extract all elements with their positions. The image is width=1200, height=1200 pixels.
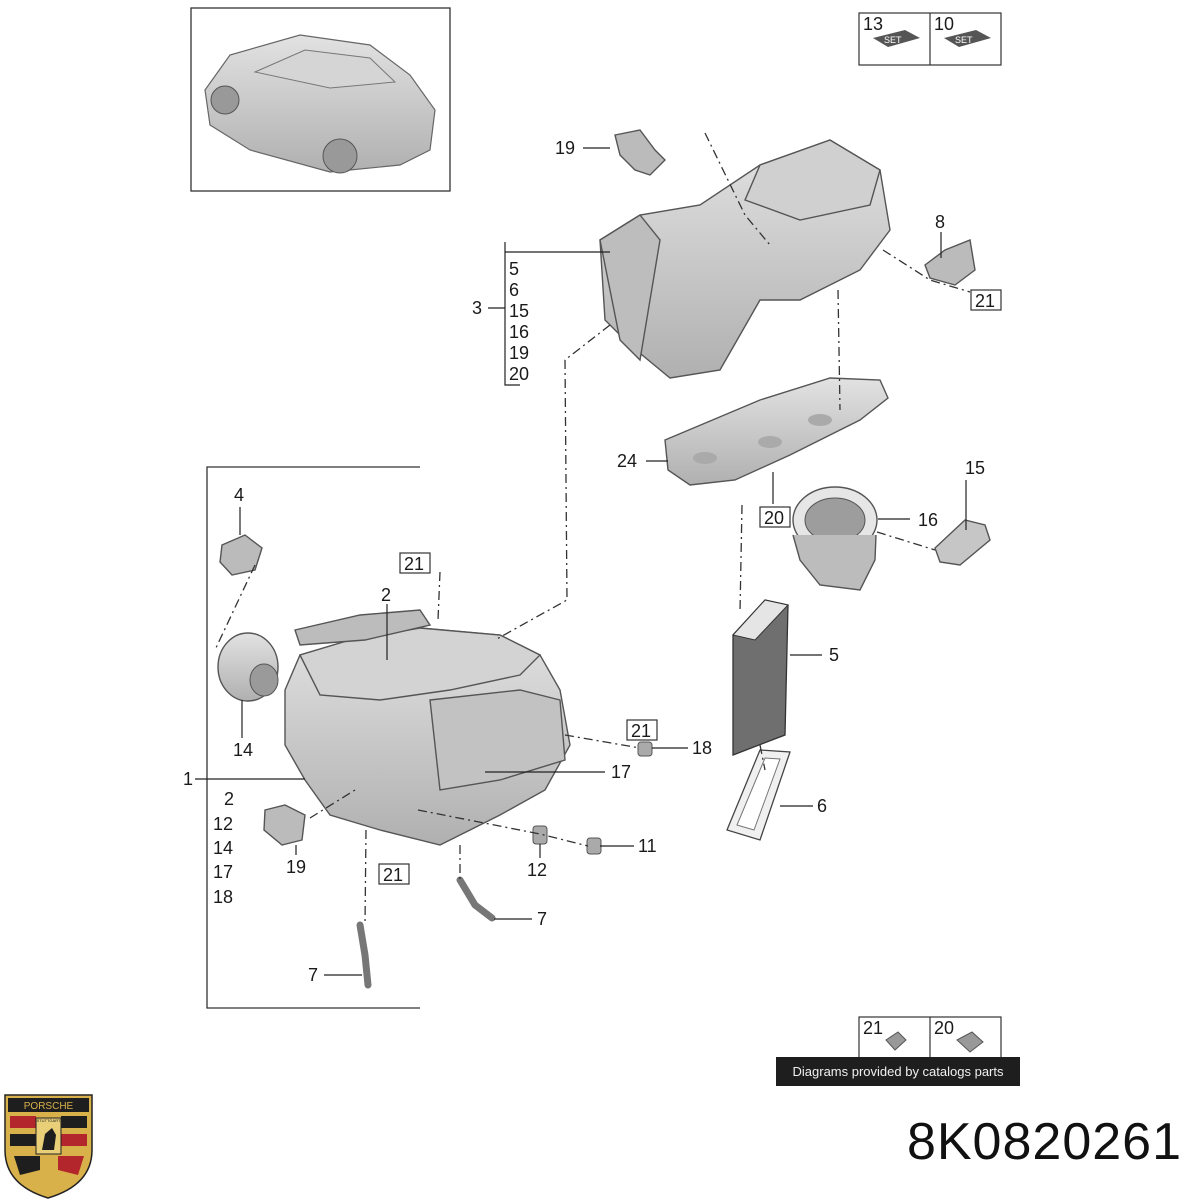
callout-1-sub-17: 17 [213,862,233,882]
callout-3-sub-6: 6 [509,280,519,300]
blower-fan [792,486,878,591]
callout-11: 11 [638,836,657,856]
callout-3-sub-20: 20 [509,364,529,384]
callout-21-bracket: 21 [975,291,995,311]
fastener-legend-box: 21 20 [858,1016,1002,1060]
callout-1-sub-14: 14 [213,838,233,858]
callout-1-sub-2: 2 [224,789,234,809]
callout-21-unit-bottom: 21 [383,865,403,885]
fastener-label-21: 21 [863,1018,883,1038]
set-badge-a: SET [884,35,902,45]
callout-19-top: 19 [555,138,575,158]
set-box-label-10: 10 [934,14,954,34]
callout-15: 15 [965,458,985,478]
resistor-module [934,519,991,566]
cabin-filter [732,599,789,756]
callout-7-lower: 7 [308,965,318,985]
crest-subtext: STUTTGART [37,1118,61,1123]
callout-4: 4 [234,485,244,505]
callout-1-sub-12: 12 [213,814,233,834]
blower-housing-upper [599,139,891,379]
callout-3-sub-16: 16 [509,322,529,342]
callout-19-lower: 19 [286,857,306,877]
callout-2: 2 [381,585,391,605]
callout-18: 18 [692,738,712,758]
callout-12: 12 [527,860,547,880]
callout-24: 24 [617,451,637,471]
callout-21-unit-top: 21 [404,554,424,574]
mounting-bracket [924,239,976,286]
leader-lines [195,147,967,976]
clip-18 [637,741,653,757]
servo-motor-top [614,129,666,176]
callout-3-sub-15: 15 [509,301,529,321]
callout-1: 1 [183,769,193,789]
clip-12 [532,825,548,845]
callout-7-upper: 7 [537,909,547,929]
callout-3: 3 [472,298,482,318]
set-kit-box: 13 10 SET SET [858,12,1002,66]
callout-1-sub-18: 18 [213,887,233,907]
assembly-bracket-frame [206,466,420,1009]
vehicle-thumbnail [190,7,451,192]
servo-motor-lower [263,804,306,846]
crest-wordmark: PORSCHE [24,1101,74,1112]
callout-16: 16 [918,510,938,530]
blend-motor [217,632,279,702]
callout-17: 17 [611,762,631,782]
callout-3-sub-19: 19 [509,343,529,363]
cover-plate [664,377,889,486]
callout-14: 14 [233,740,253,760]
credit-banner: Diagrams provided by catalogs parts [776,1057,1020,1086]
filter-frame [726,749,791,841]
set-badge-b: SET [955,35,973,45]
porsche-crest-logo: PORSCHE STUTTGART [4,1094,93,1199]
clip-11 [586,837,602,855]
hvac-unit-main [284,609,571,846]
assembly-lines [214,132,971,926]
part-number: 8K0820261 [906,1113,1182,1171]
drain-tube-upper [456,876,496,922]
fastener-label-20: 20 [934,1018,954,1038]
callout-8: 8 [935,212,945,232]
callout-20-box: 20 [764,508,784,528]
drain-tube-lower [356,921,372,989]
set-box-label-13: 13 [863,14,883,34]
callout-6: 6 [817,796,827,816]
callout-21-unit-right: 21 [631,721,651,741]
callout-labels: 19 8 21 3 5 6 15 16 19 20 24 15 16 20 4 … [183,138,995,985]
callout-3-sub-5: 5 [509,259,519,279]
fastener-ref-boxes [378,289,1002,885]
actuator-motor [219,534,263,576]
callout-5: 5 [829,645,839,665]
